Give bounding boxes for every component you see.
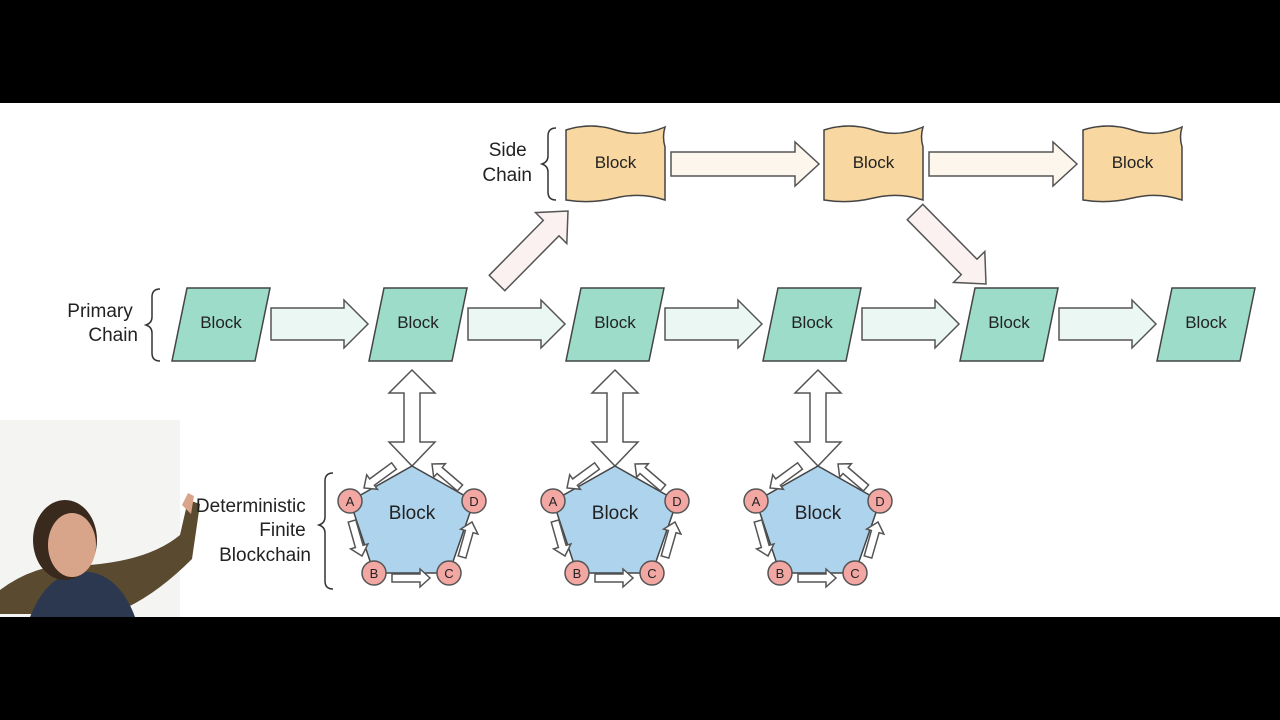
sync-double-arrow xyxy=(590,368,640,468)
primary-block-label: Block xyxy=(200,313,242,332)
side-block xyxy=(565,125,667,203)
cycle-arrow xyxy=(769,461,804,491)
state-node-label: A xyxy=(549,494,558,509)
side-chain-brace xyxy=(539,127,557,201)
state-node-c xyxy=(639,560,665,586)
state-node-c xyxy=(436,560,462,586)
dfb-brace xyxy=(316,472,334,590)
cycle-arrow xyxy=(797,567,838,589)
sync-double-arrow xyxy=(793,368,843,468)
state-node-b xyxy=(564,560,590,586)
chain-arrow xyxy=(1058,298,1158,350)
state-node-label: D xyxy=(469,494,478,509)
dfb-block-label: Block xyxy=(795,503,842,524)
state-node-d xyxy=(664,488,690,514)
side-chain-arrow xyxy=(928,140,1079,188)
side-chain-label: Side Chain xyxy=(482,140,532,186)
cycle-arrow xyxy=(594,567,635,589)
dfb-block-label: Block xyxy=(592,503,639,524)
fork-arrow-up xyxy=(488,210,569,292)
state-node-a xyxy=(540,488,566,514)
cycle-arrow xyxy=(550,518,573,558)
primary-chain-brace xyxy=(143,288,161,362)
state-node-label: B xyxy=(370,566,379,581)
sync-double-arrow xyxy=(387,368,437,468)
state-node-label: C xyxy=(647,566,656,581)
state-node-d xyxy=(867,488,893,514)
chain-arrow xyxy=(467,298,567,350)
primary-block xyxy=(368,287,468,362)
presenter-video-overlay xyxy=(0,420,200,617)
primary-block xyxy=(565,287,665,362)
cycle-arrow xyxy=(753,518,776,558)
state-node-label: D xyxy=(875,494,884,509)
side-chain-arrow xyxy=(670,140,821,188)
chain-arrow xyxy=(861,298,961,350)
state-node-a xyxy=(743,488,769,514)
state-node-a xyxy=(337,488,363,514)
primary-block xyxy=(762,287,862,362)
side-block-label: Block xyxy=(595,153,637,172)
blockchain-diagram: Side Chain Primary Chain Deterministic F… xyxy=(0,125,1256,617)
side-block xyxy=(823,125,925,203)
dfb-label: Deterministic Finite Blockchain xyxy=(196,496,311,566)
primary-block-label: Block xyxy=(1185,313,1227,332)
primary-block-label: Block xyxy=(791,313,833,332)
side-block xyxy=(1082,125,1184,203)
cycle-arrow xyxy=(660,520,683,560)
primary-block-label: Block xyxy=(988,313,1030,332)
cycle-arrow xyxy=(634,462,667,493)
state-node-label: A xyxy=(346,494,355,509)
primary-block xyxy=(171,287,271,362)
state-node-c xyxy=(842,560,868,586)
state-node-b xyxy=(361,560,387,586)
state-node-label: D xyxy=(672,494,681,509)
cycle-arrow xyxy=(363,461,398,491)
cycle-arrow xyxy=(457,520,480,560)
merge-arrow-down xyxy=(906,203,987,285)
primary-chain-label: Primary Chain xyxy=(67,301,138,346)
state-node-d xyxy=(461,488,487,514)
cycle-arrow xyxy=(837,462,870,493)
cycle-arrow xyxy=(431,462,464,493)
dfb-block-label: Block xyxy=(389,503,436,524)
state-node-label: B xyxy=(776,566,785,581)
side-block-label: Block xyxy=(1112,153,1154,172)
cycle-arrow xyxy=(863,520,886,560)
cycle-arrow xyxy=(347,518,370,558)
state-node-b xyxy=(767,560,793,586)
primary-block xyxy=(959,287,1059,362)
state-node-label: B xyxy=(573,566,582,581)
slide: Side Chain Primary Chain Deterministic F… xyxy=(0,103,1280,617)
chain-arrow xyxy=(270,298,370,350)
primary-block xyxy=(1156,287,1256,362)
cycle-arrow xyxy=(566,461,601,491)
side-block-label: Block xyxy=(853,153,895,172)
state-node-label: A xyxy=(752,494,761,509)
primary-block-label: Block xyxy=(594,313,636,332)
chain-arrow xyxy=(664,298,764,350)
state-node-label: C xyxy=(850,566,859,581)
cycle-arrow xyxy=(391,567,432,589)
state-node-label: C xyxy=(444,566,453,581)
primary-block-label: Block xyxy=(397,313,439,332)
